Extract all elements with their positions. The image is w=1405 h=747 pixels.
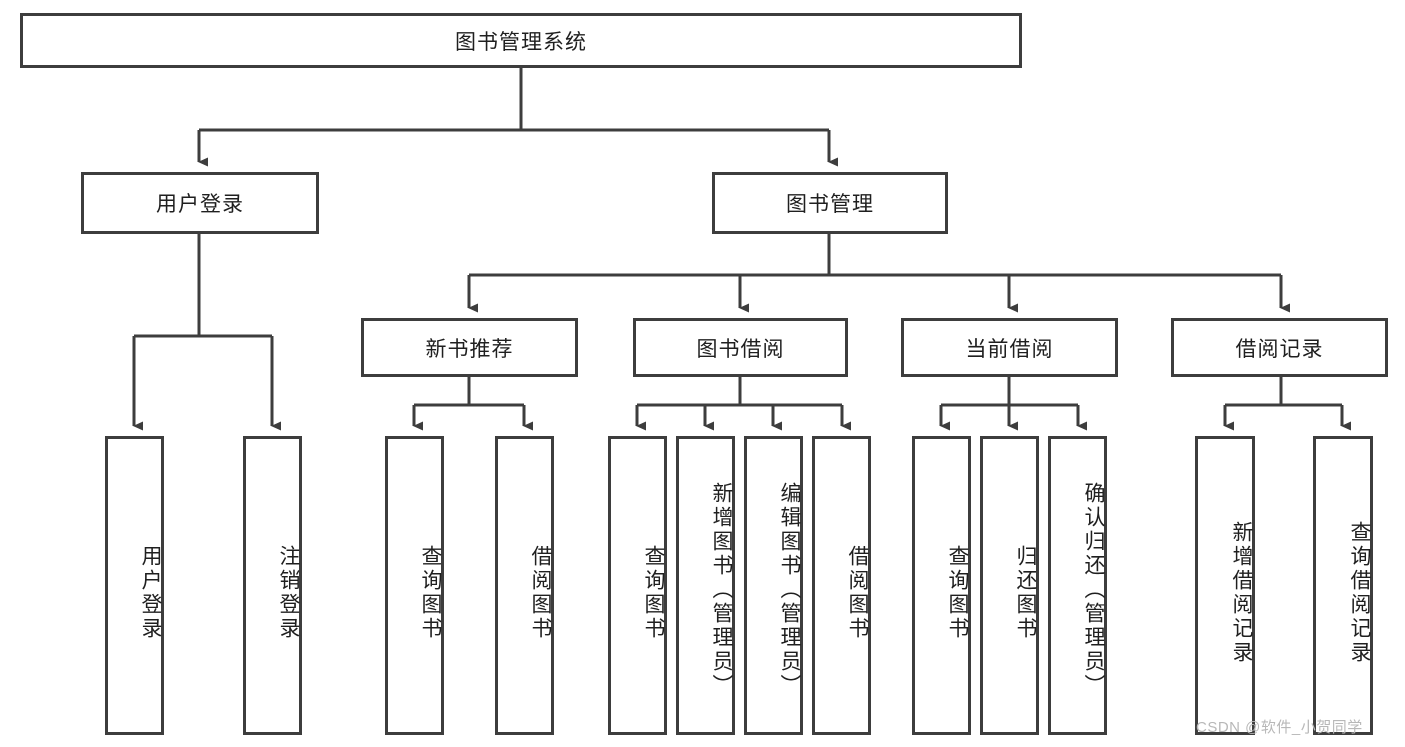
node-label: 借阅记录 [1235,337,1324,361]
node-label: 查询图书 [946,544,969,641]
leaf-user-login-logout[interactable]: 注销登录 [243,436,302,735]
leaf-book-borrow-edit-book-admin[interactable]: 编辑图书（管理员） [744,436,803,735]
node-label: 用户登录 [156,193,244,216]
node-book-borrow[interactable]: 图书借阅 [633,318,848,377]
node-label: 新书推荐 [425,337,514,361]
node-borrow-record[interactable]: 借阅记录 [1171,318,1388,377]
leaf-new-book-borrow-book[interactable]: 借阅图书 [495,436,554,735]
leaf-current-borrow-confirm-return-admin[interactable]: 确认归还（管理员） [1048,436,1107,735]
node-label: 查询图书 [642,544,665,641]
leaf-book-borrow-query-book[interactable]: 查询图书 [608,436,667,735]
node-label: 编辑图书（管理员） [778,481,801,698]
leaf-book-borrow-borrow-book[interactable]: 借阅图书 [812,436,871,735]
node-label: 图书管理 [786,193,874,216]
leaf-current-borrow-return-book[interactable]: 归还图书 [980,436,1039,735]
node-current-borrow[interactable]: 当前借阅 [901,318,1118,377]
node-label: 新增图书（管理员） [710,481,733,698]
node-new-book-recommend[interactable]: 新书推荐 [361,318,578,377]
node-root-book-management-system[interactable]: 图书管理系统 [20,13,1022,68]
node-label: 确认归还（管理员） [1082,481,1105,698]
node-label: 新增借阅记录 [1230,520,1253,665]
node-label: 图书管理系统 [455,30,587,54]
leaf-new-book-query-book[interactable]: 查询图书 [385,436,444,735]
node-label: 查询图书 [419,544,442,641]
node-label: 借阅图书 [846,544,869,641]
node-label: 图书借阅 [696,337,785,361]
leaf-book-borrow-add-book-admin[interactable]: 新增图书（管理员） [676,436,735,735]
node-label: 查询借阅记录 [1348,520,1371,665]
node-label: 归还图书 [1014,544,1037,641]
leaf-user-login-login[interactable]: 用户登录 [105,436,164,735]
node-book-management[interactable]: 图书管理 [712,172,948,234]
node-label: 当前借阅 [965,337,1054,361]
leaf-current-borrow-query-book[interactable]: 查询图书 [912,436,971,735]
node-label: 借阅图书 [529,544,552,641]
leaf-borrow-record-query-record[interactable]: 查询借阅记录 [1313,436,1373,735]
leaf-borrow-record-add-record[interactable]: 新增借阅记录 [1195,436,1255,735]
node-label: 注销登录 [277,544,300,641]
node-label: 用户登录 [139,544,162,641]
node-user-login[interactable]: 用户登录 [81,172,319,234]
